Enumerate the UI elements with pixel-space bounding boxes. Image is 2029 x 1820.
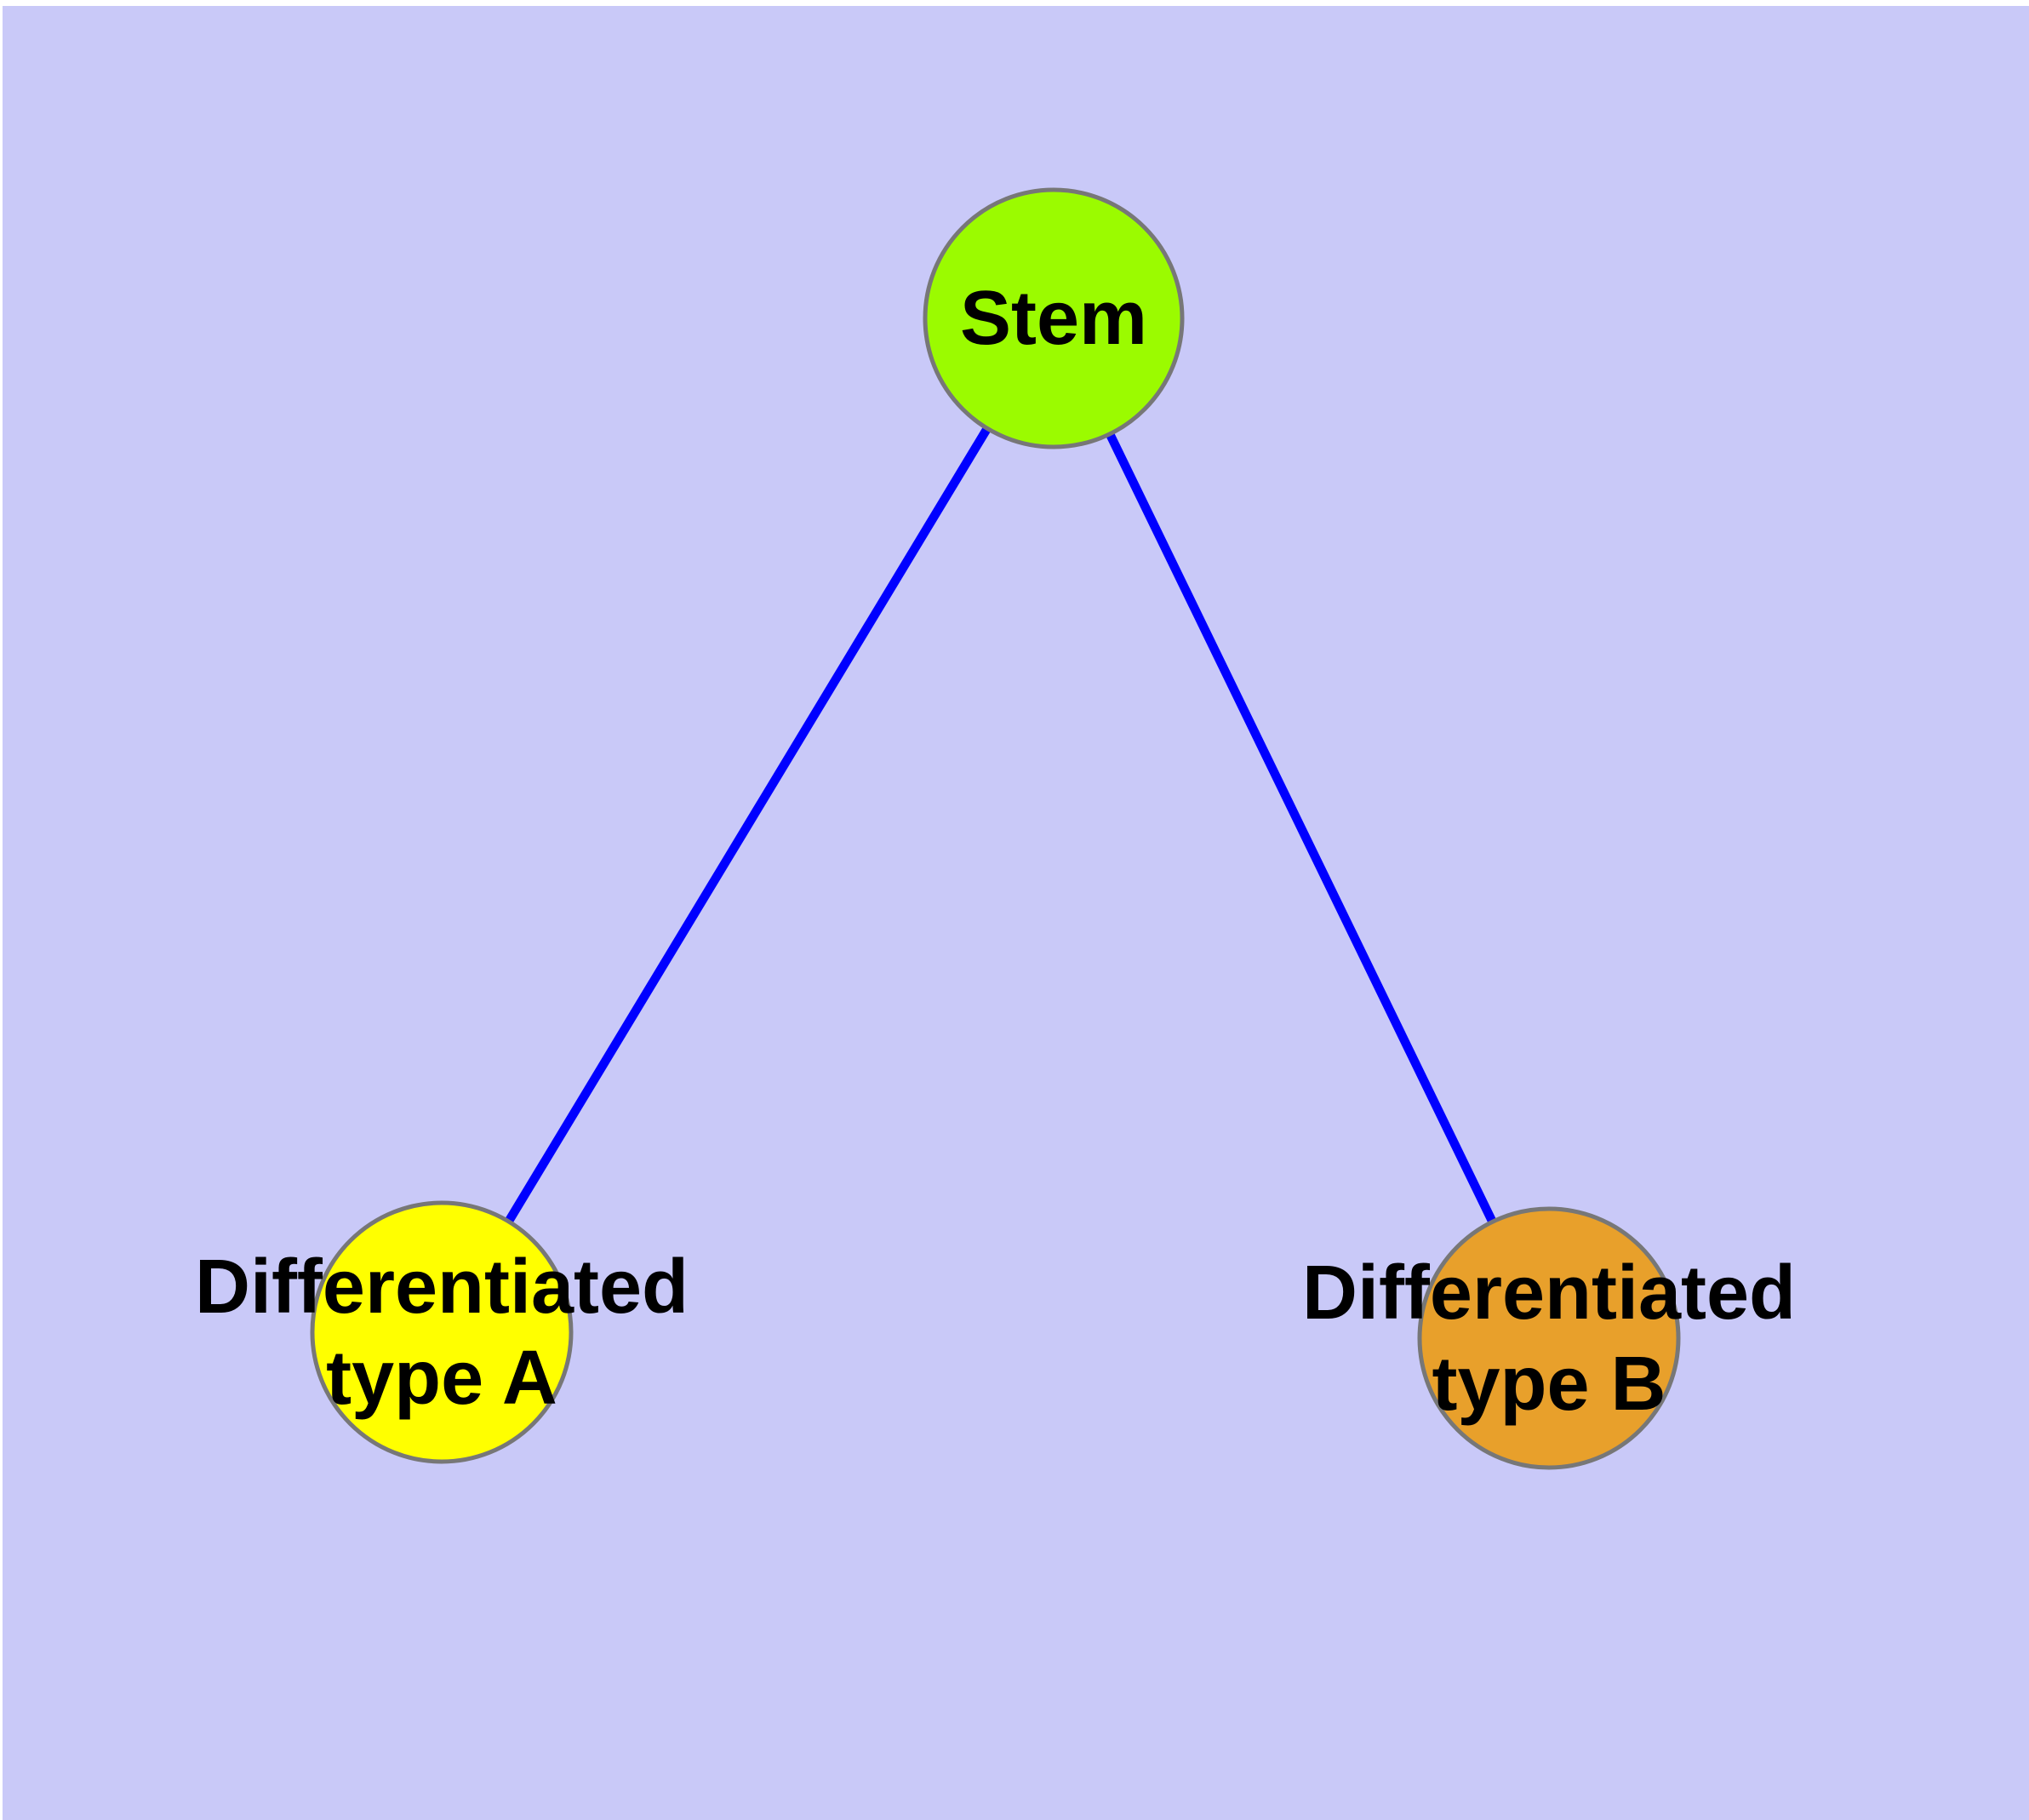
node-differentiated-type-b-label-line1: Differentiated: [1302, 1251, 1796, 1336]
node-differentiated-type-a-circle: [310, 1200, 574, 1464]
edge-stem-to-type-a: [437, 316, 1058, 1335]
edge-group: [437, 316, 1553, 1341]
edge-stem-to-type-b: [1049, 316, 1553, 1341]
node-differentiated-type-b-circle: [1417, 1206, 1681, 1470]
node-differentiated-type-a-label-line1: Differentiated: [195, 1245, 689, 1330]
node-differentiated-type-a: Differentiated type A: [195, 1200, 689, 1464]
node-differentiated-type-b-label-line2: type B: [1432, 1342, 1666, 1427]
node-stem-circle: [923, 187, 1185, 449]
node-stem-label: Stem: [960, 276, 1147, 361]
node-differentiated-type-b: Differentiated type B: [1302, 1206, 1796, 1470]
node-stem: Stem: [923, 187, 1185, 449]
node-differentiated-type-a-label-line2: type A: [326, 1336, 557, 1421]
